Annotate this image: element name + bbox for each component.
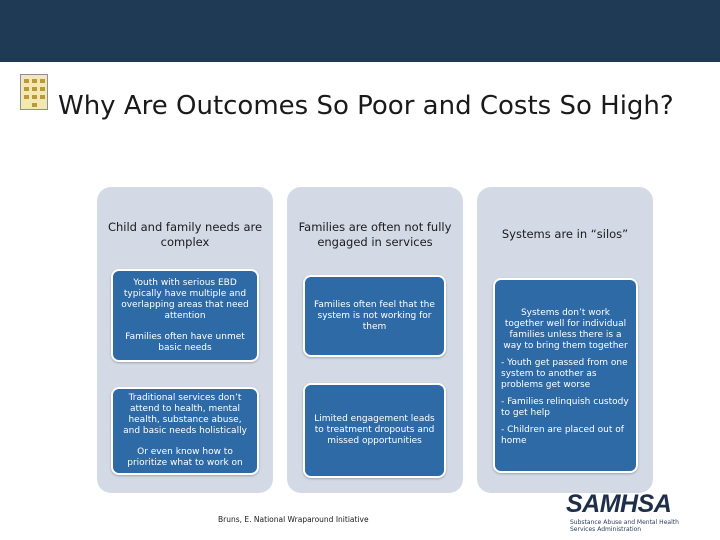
card-text: Limited engagement leads to treatment dr… — [314, 414, 435, 446]
column-heading: Systems are in “silos” — [501, 227, 629, 241]
column-heading: Child and family needs are complex — [107, 220, 263, 249]
samhsa-subtitle: Substance Abuse and Mental Health Servic… — [570, 519, 679, 533]
card-text: Or even know how to prioritize what to w… — [127, 447, 243, 468]
samhsa-logo: SAMHSA Substance Abuse and Mental Health… — [566, 490, 686, 536]
header-bar — [0, 0, 720, 62]
card-text: - Youth get passed from one system to an… — [501, 358, 628, 390]
card-engagement-2: Limited engagement leads to treatment dr… — [303, 383, 446, 478]
slide-title: Why Are Outcomes So Poor and Costs So Hi… — [58, 91, 674, 121]
card-engagement-1: Families often feel that the system is n… — [303, 275, 446, 357]
card-text: Youth with serious EBD typically have mu… — [121, 277, 249, 321]
card-complex-needs-1: Youth with serious EBD typically have mu… — [111, 269, 259, 362]
samhsa-wordmark: SAMHSA — [566, 490, 672, 518]
column-complex-needs: Child and family needs are complex Youth… — [97, 187, 273, 493]
card-text: Systems don’t work together well for ind… — [503, 308, 628, 351]
slide-logo-icon — [20, 74, 48, 110]
citation-text: Bruns, E. National Wraparound Initiative — [218, 515, 369, 524]
column-silos: Systems are in “silos” Systems don’t wor… — [477, 187, 653, 493]
card-text: Traditional services don’t attend to hea… — [123, 393, 247, 436]
column-heading: Families are often not fully engaged in … — [298, 220, 452, 249]
card-text: Families often feel that the system is n… — [314, 299, 435, 332]
card-complex-needs-2: Traditional services don’t attend to hea… — [111, 387, 259, 475]
card-text: - Children are placed out of home — [501, 425, 624, 446]
column-engagement: Families are often not fully engaged in … — [287, 187, 463, 493]
card-text: - Families relinquish custody to get hel… — [501, 397, 629, 418]
card-text: Families often have unmet basic needs — [125, 331, 245, 353]
card-silos: Systems don’t work together well for ind… — [493, 278, 638, 473]
